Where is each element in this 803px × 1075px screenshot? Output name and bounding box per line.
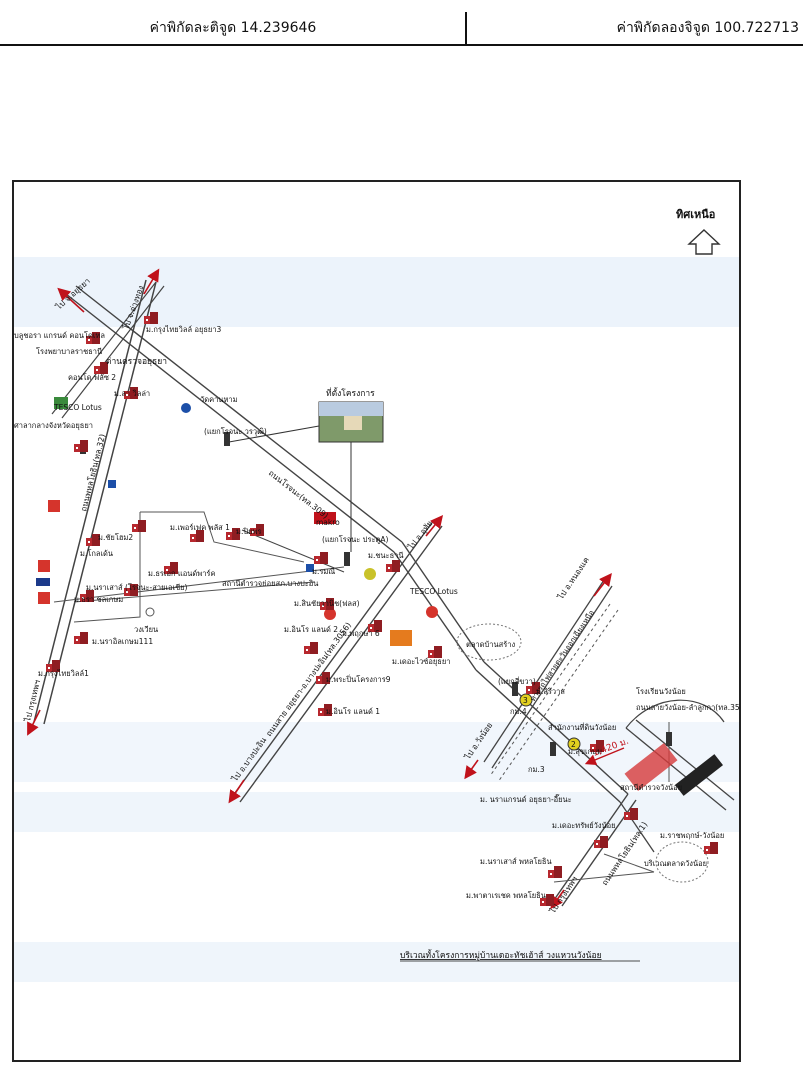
header-divider [465,12,467,46]
place-label: (แยกสี่ขวา) [498,676,536,686]
market-area-circle [456,623,522,661]
place-label: ม.นราเสาส์ พหลโยธิน [480,857,552,866]
place-label: บริเวณตลาดวังน้อย [644,859,707,868]
map-caption: บริเวณทั้งโครงการหมู่บ้านเดอะทัชเฮ้าส์ ว… [400,949,602,961]
place-label: โรงเรียนวังน้อย [636,687,686,696]
road-label-uthai: ไป อ.อุทัย [406,519,434,552]
place-label: บลูชอรา แกรนด์ คอนโดเทล [14,331,105,340]
place-label: ม.พฤกษา 6 [342,629,380,638]
place-label: วัดคานหาม [200,395,238,404]
place-label: ม.พาตาเรเชค พหลโยธิน [466,891,546,900]
wangnoi-market-circle [655,841,709,883]
road-label-bangpain: ไป อ.บางปะอิน [230,735,269,784]
north-arrow-icon [687,229,721,255]
place-label: ศาลากลางจังหวัดอยุธยา [14,421,93,430]
place-label: (แยกโรจนะ ประตูA) [322,535,389,544]
place-label: TESCO Lotus [53,403,102,412]
road-highway-1 [553,793,655,907]
place-label: ม.อินโร แลนด์ 2 [284,625,338,634]
place-label: ม.ราชพฤกษ์-วังน้อย [660,831,724,840]
place-label: กม.4 [510,707,527,716]
distance-label: 1,420 ม. [592,737,631,759]
place-label: ม.เดอะทรัพย์วังน้อย [552,821,616,830]
place-label: ม.นราเสาส์ (โรจนะ-สายเอเชีย) [86,583,188,592]
railway-line [489,603,619,783]
scan-band [14,942,739,982]
scan-band [14,257,739,327]
place-label: (แยกโรจนะ วรวุฒิ) [204,427,267,436]
local-roads [53,511,345,623]
place-label: ม.กรุงไทยวิลล์ อยุธยา3 [146,325,222,334]
road-label-wangnoi: ไป อ.วังน้อย [463,721,495,762]
place-label: สำนักงานที่ดินวังน้อย [548,722,616,732]
place-label: ม.กรุงไทยวิลล์1 [38,669,89,678]
place-label: ม.ปิยพร [236,527,261,536]
place-label: ม.เพอร์เฟค พลัส 1 [170,523,230,532]
place-label: สถานีตำรวจวังน้อย [620,783,682,792]
place-label: ม.โกลเด้น [80,549,113,558]
place-label: ม.สุขเกษม [568,747,602,756]
road-3056 [231,519,443,803]
place-label: ม.ชัยโฮม2 [98,533,133,542]
place-label: ม.พระปิ่นโครงการ9 [326,674,391,684]
place-label: คอนโด ฟลัซ 2 [68,373,116,382]
place-label: ม.อินโร แลนด์ 1 [326,707,380,716]
badge-3: 3 [523,696,528,705]
place-label: ม.ธรา ชลเกษม [74,595,123,604]
place-label: ม.เดอะไวซ์อยุธยา [392,657,450,666]
road-label-352: ถนนสายวังน้อย-ลำลูกกา(ทล.352) [636,703,741,712]
place-label: ม.รมณี [312,567,335,576]
place-label: ม. นราแกรนด์ อยุธยา-อี๊ยนะ [480,794,572,804]
latitude-label: ค่าพิกัดละติจูด 14.239646 [149,20,317,36]
coordinates-header: ค่าพิกัดละติจูด 14.239646 ค่าพิกัดลองจิจ… [0,0,803,46]
place-label: makro [316,518,340,527]
direction-arrows [27,268,625,910]
project-photo [228,401,384,552]
map-canvas: ทิศเหนือ [14,208,741,962]
place-label: ด่านตรวจอยุธยา [106,357,167,367]
project-photo-label: ที่ตั้งโครงการ [326,387,375,399]
road-ayutthaya-junction [51,281,403,553]
place-label: โรงพยาบาลราชธานี [36,347,102,356]
place-label: ม.ชนะธานี [368,551,404,560]
place-label: ตลาดบ้านสร้าง [466,640,515,649]
place-label: ม.ธรเอก แอนด์พาร์ค [148,569,215,578]
brand-logos [36,397,438,646]
interchange-block [624,742,724,796]
place-label: สถานีตำรวจย่อยสภ.บางปะอิน [222,579,318,588]
place-label: ม.สิริวาส [536,687,565,696]
location-map: ทิศเหนือ [12,180,741,1062]
place-label: ม.สินชัยวานิช(ฟลส) [294,599,360,608]
road-highway-32 [33,279,157,725]
place-label: วงเวียน [134,625,158,634]
place-label: ม.ลา วิลล่า [114,389,150,398]
longitude-label: ค่าพิกัดลองจิจูด 100.722713 [616,20,799,36]
scan-band [14,722,739,782]
place-label: TESCO Lotus [409,587,458,596]
place-label: กม.3 [528,765,545,774]
road-nongkhae [483,579,613,769]
badge-2: 2 [571,740,576,749]
road-label-angthong: ไป จ.อ่างทอง [121,284,146,331]
place-label: ม.นราอิลเกษม111 [92,637,153,646]
road-352 [625,699,735,811]
north-label: ทิศเหนือ [676,208,715,221]
road-label-nongkhae: ไป อ.หนองแค [556,556,591,602]
road-uthai [241,529,345,573]
